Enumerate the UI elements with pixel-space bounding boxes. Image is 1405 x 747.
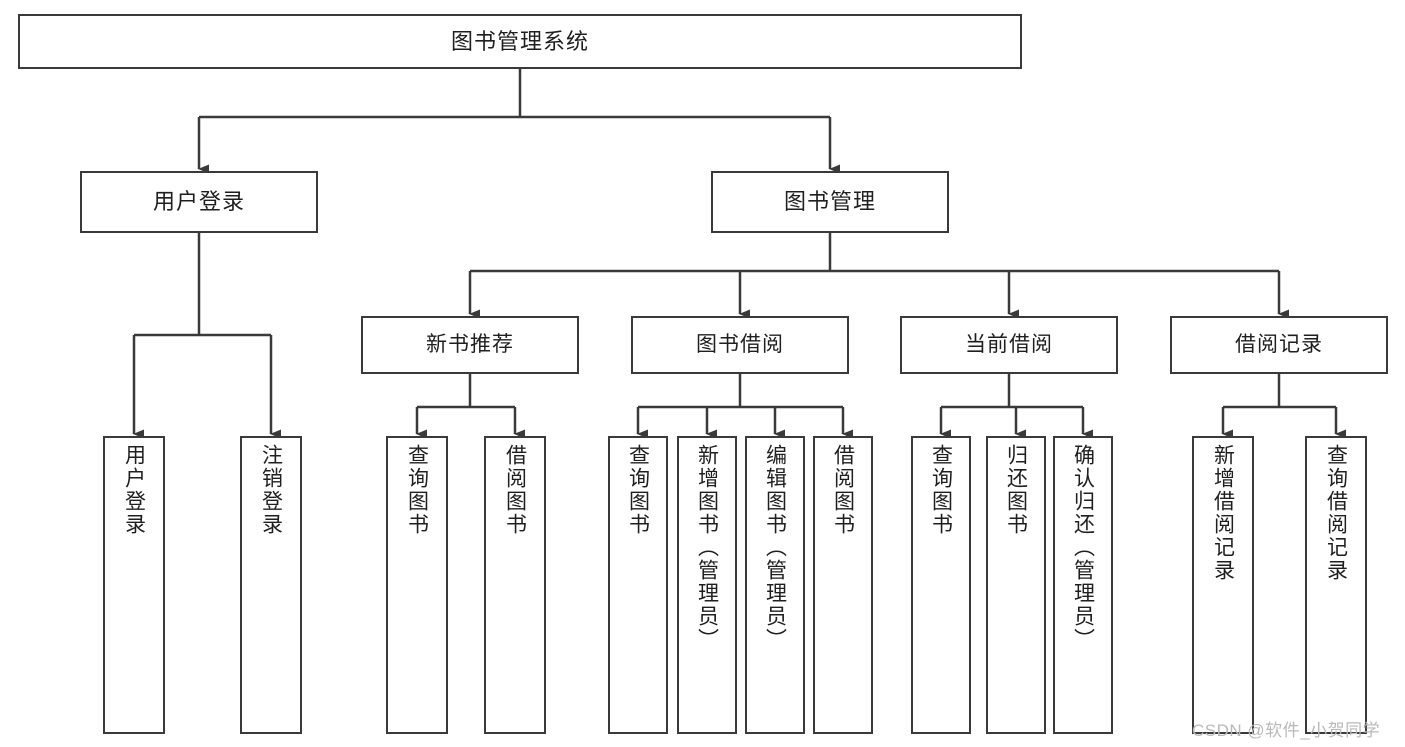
node-label: 确认归还（管理员）: [1071, 444, 1095, 651]
node-bookmgmt[interactable]: 图书管理: [711, 171, 949, 233]
node-label: 查询图书: [626, 444, 650, 536]
node-leaf-borrow-2[interactable]: 新增图书（管理员）: [677, 436, 737, 734]
node-label: 查询图书: [405, 444, 429, 536]
node-label: 新增图书（管理员）: [695, 444, 719, 651]
edge-group: [132, 69, 1346, 439]
node-label: 编辑图书（管理员）: [763, 444, 787, 651]
node-root[interactable]: 图书管理系统: [18, 14, 1022, 69]
node-login[interactable]: 用户登录: [80, 171, 318, 233]
node-leaf-cur-1[interactable]: 查询图书: [911, 436, 971, 734]
node-leaf-login-1[interactable]: 用户登录: [103, 436, 165, 734]
node-leaf-cur-3[interactable]: 确认归还（管理员）: [1053, 436, 1113, 734]
node-leaf-rec-1[interactable]: 新增借阅记录: [1192, 436, 1254, 734]
node-label: 新书推荐: [426, 332, 514, 356]
node-label: 借阅记录: [1235, 332, 1323, 356]
node-current[interactable]: 当前借阅: [900, 316, 1118, 374]
node-label: 查询借阅记录: [1324, 444, 1348, 582]
node-records[interactable]: 借阅记录: [1170, 316, 1388, 374]
node-label: 新增借阅记录: [1211, 444, 1235, 582]
node-newbook[interactable]: 新书推荐: [361, 316, 579, 374]
node-label: 用户登录: [152, 189, 245, 215]
node-label: 查询图书: [929, 444, 953, 536]
node-label: 当前借阅: [965, 332, 1053, 356]
node-label: 注销登录: [259, 444, 283, 536]
node-label: 图书借阅: [696, 332, 784, 356]
node-leaf-rec-2[interactable]: 查询借阅记录: [1305, 436, 1367, 734]
node-leaf-borrow-4[interactable]: 借阅图书: [813, 436, 873, 734]
node-label: 用户登录: [122, 444, 146, 536]
node-leaf-new-1[interactable]: 查询图书: [386, 436, 448, 734]
node-label: 借阅图书: [503, 444, 527, 536]
node-borrow[interactable]: 图书借阅: [631, 316, 849, 374]
node-leaf-borrow-3[interactable]: 编辑图书（管理员）: [745, 436, 805, 734]
node-label: 归还图书: [1004, 444, 1028, 536]
node-label: 图书管理: [783, 189, 876, 215]
csdn-watermark: CSDN @软件_小贺同学: [1192, 721, 1381, 740]
node-leaf-borrow-1[interactable]: 查询图书: [608, 436, 668, 734]
node-leaf-cur-2[interactable]: 归还图书: [986, 436, 1046, 734]
node-leaf-new-2[interactable]: 借阅图书: [484, 436, 546, 734]
node-label: 图书管理系统: [450, 28, 589, 54]
node-leaf-login-2[interactable]: 注销登录: [240, 436, 302, 734]
node-label: 借阅图书: [831, 444, 855, 536]
